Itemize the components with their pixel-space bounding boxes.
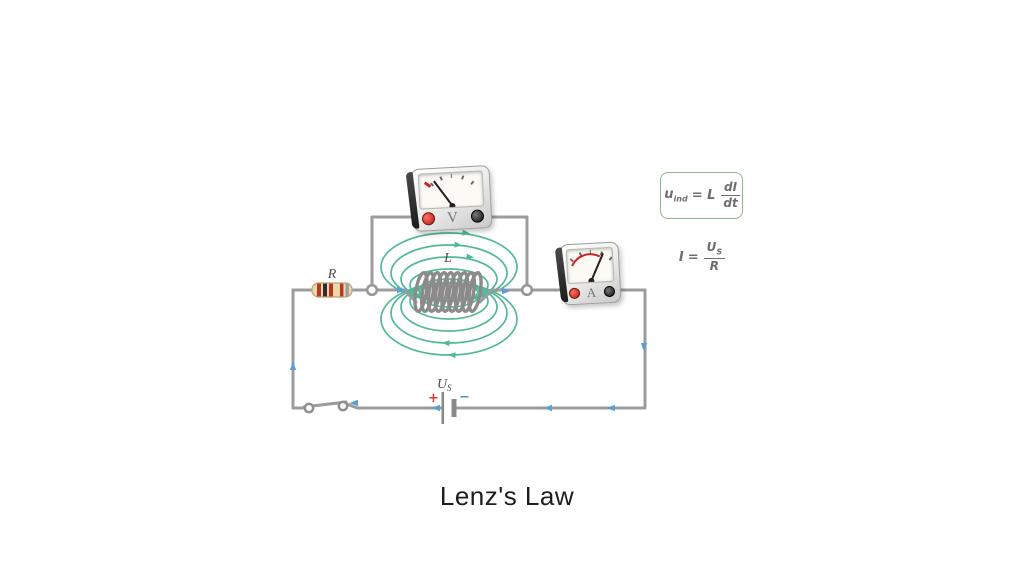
current-arrow	[289, 361, 297, 370]
battery	[441, 392, 457, 424]
field-arrow	[466, 253, 474, 260]
inductor-coil	[413, 271, 483, 313]
formula-fraction: dI dt	[720, 180, 741, 210]
ammeter-unit-label: A	[586, 284, 597, 301]
switch-to-battery-wire	[345, 402, 443, 410]
current-arrow	[502, 287, 511, 295]
resistor-band	[345, 283, 349, 297]
current-arrow	[640, 343, 648, 352]
ammeter-dial	[565, 246, 615, 284]
switch	[303, 400, 349, 414]
field-arrow	[448, 352, 456, 359]
ammeter: A	[554, 241, 622, 306]
switch-terminal	[303, 402, 315, 414]
current-arrow	[543, 404, 552, 412]
junction-node	[520, 283, 534, 297]
voltmeter-unit-label: V	[446, 209, 459, 227]
formula-lhs: uind	[664, 187, 688, 204]
junction-nodes	[365, 283, 534, 297]
resistor	[311, 282, 353, 298]
voltmeter-needle-pivot	[448, 202, 456, 209]
current-arrow	[349, 399, 358, 407]
switch-terminal	[337, 400, 349, 412]
source-label-sub: S	[447, 383, 452, 393]
formula-lhs: I	[678, 249, 684, 265]
field-arrow	[454, 241, 462, 248]
formula-mid: = L	[691, 188, 716, 203]
current-arrow	[397, 286, 406, 294]
left-bottom-wire	[291, 288, 307, 410]
formula-equals: =	[687, 249, 699, 265]
current-arrow	[431, 404, 440, 412]
field-arrow	[462, 229, 470, 236]
voltmeter: V	[405, 164, 493, 233]
resistor-band	[323, 283, 327, 297]
battery-to-right-wire	[454, 288, 647, 410]
voltmeter-dial	[417, 170, 485, 210]
battery-plus-sign: +	[428, 391, 439, 406]
resistor-band	[329, 283, 333, 297]
induced-voltage-formula: uind = L dI dt	[660, 172, 743, 219]
battery-minus-sign: −	[459, 390, 470, 405]
field-arrow	[442, 340, 450, 347]
inductor-label: L	[443, 251, 452, 266]
page-title: Lenz's Law	[439, 481, 575, 511]
ammeter-needle-pivot	[587, 277, 595, 284]
field-direction-arrows	[442, 229, 474, 359]
current-arrows	[289, 286, 648, 412]
resistor-label: R	[327, 267, 337, 282]
resistor-band	[340, 283, 344, 297]
battery-plate-long	[441, 392, 445, 424]
battery-plate-short	[451, 399, 457, 417]
resistor-band	[317, 283, 321, 297]
source-label: U	[437, 377, 448, 392]
junction-node	[365, 283, 379, 297]
current-arrow	[606, 404, 615, 412]
ohms-law-formula: I = US R	[662, 239, 740, 275]
formula-fraction: US R	[703, 240, 726, 273]
